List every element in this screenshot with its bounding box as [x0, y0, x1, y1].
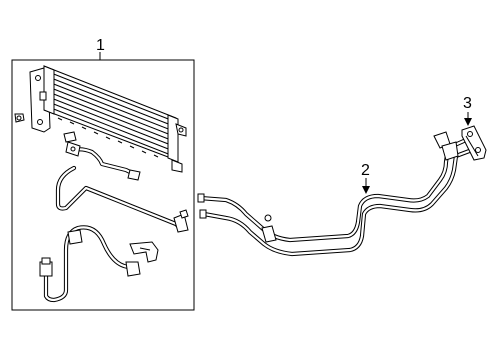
callout-1-label: 1: [96, 37, 105, 54]
callout-2-label: 2: [361, 162, 370, 179]
callout-2-arrow: [362, 178, 370, 194]
clip-icon: [63, 131, 77, 143]
bolt-icon: [14, 113, 25, 123]
bracket-clip-icon: [129, 241, 159, 263]
oil-cooler: [29, 65, 187, 173]
cooler-line-lower: [39, 225, 141, 303]
cooler-line-middle: [55, 165, 189, 233]
callout-3-label: 3: [463, 95, 472, 112]
cooler-fins: [45, 70, 177, 158]
mounting-bracket: [461, 125, 487, 161]
assembly-1-frame: [11, 59, 195, 311]
cooler-hose-assembly: [197, 131, 475, 257]
callout-3-arrow: [464, 112, 472, 126]
cooler-line-upper: [65, 141, 141, 181]
